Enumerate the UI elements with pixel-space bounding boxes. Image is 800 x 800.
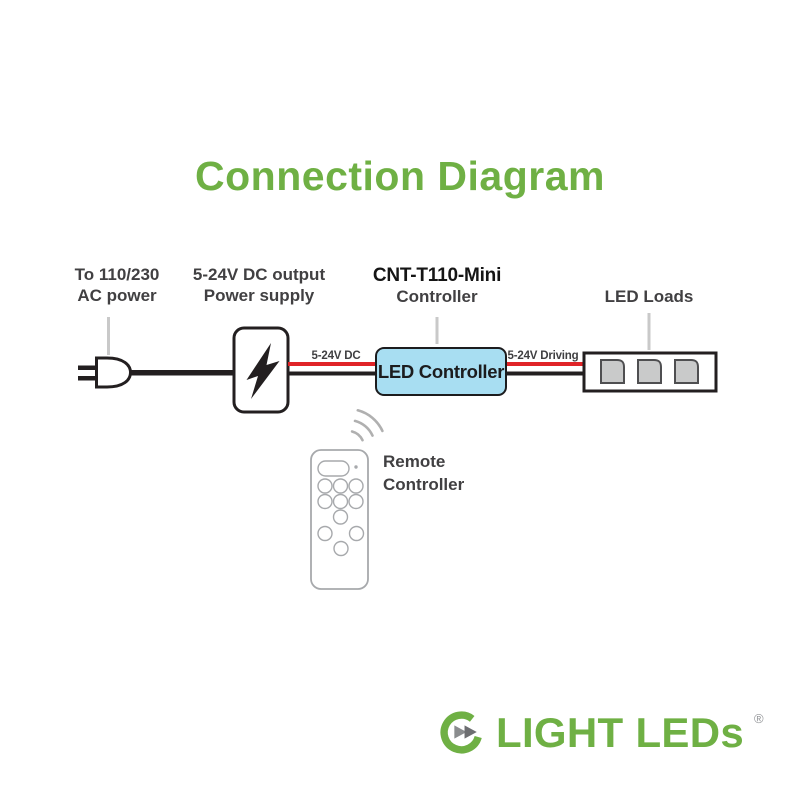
registered-trademark-icon: ® — [754, 711, 764, 726]
fast-forward-triangle-1 — [454, 725, 467, 739]
remote-button — [332, 509, 349, 525]
led-chip-1 — [600, 359, 625, 384]
remote-button — [317, 478, 333, 494]
dc-input-wires — [288, 362, 377, 376]
signal-arc-large — [356, 409, 384, 433]
remote-button — [317, 525, 333, 542]
ac-power-label-line2: AC power — [77, 286, 157, 305]
brand-name: LIGHT LEDs — [496, 709, 745, 756]
power-supply-icon — [232, 326, 290, 414]
controller-model-name: CNT-T110-Mini — [372, 265, 502, 286]
logo-g-ring — [440, 711, 482, 754]
plug-prong-top — [78, 365, 99, 370]
power-supply-label: 5-24V DC output Power supply — [193, 264, 325, 306]
remote-button — [348, 493, 364, 510]
remote-button — [332, 478, 349, 494]
ac-power-label-line1: To 110/230 — [74, 265, 160, 284]
remote-buttons — [317, 478, 365, 557]
remote-label-line2: Controller — [383, 475, 465, 494]
remote-label-line1: Remote — [383, 452, 446, 471]
remote-button — [333, 540, 349, 557]
fast-forward-icon — [454, 725, 477, 739]
led-controller-box: LED Controller — [375, 347, 507, 396]
wire-label-driving: 5-24V Driving — [507, 350, 579, 362]
plug-prong-bottom — [78, 376, 99, 381]
leader-lines — [107, 313, 651, 355]
fast-forward-triangle-2 — [464, 725, 477, 739]
remote-button — [317, 493, 333, 510]
power-supply-label-line2: Power supply — [203, 286, 315, 305]
page-title: Connection Diagram — [195, 153, 605, 199]
led-controller-box-label: LED Controller — [377, 360, 505, 382]
power-supply-label-line1: 5-24V DC output — [192, 265, 326, 284]
plug-body — [95, 356, 133, 389]
led-loads-label: LED Loads — [604, 287, 694, 306]
led-chip-2 — [637, 359, 662, 384]
wire-label-dc: 5-24V DC — [311, 350, 361, 362]
wireless-signal-icon — [350, 409, 384, 442]
led-chip-3 — [674, 359, 699, 384]
plug-icon — [78, 356, 236, 389]
signal-arc-small — [350, 430, 364, 442]
remote-led-dot — [354, 465, 358, 469]
remote-button — [348, 525, 365, 542]
logo-g-mark — [440, 711, 482, 754]
driving-output-wires — [505, 362, 586, 376]
signal-arc-medium — [353, 419, 374, 437]
remote-button — [332, 493, 349, 510]
remote-controller-label: Remote Controller — [383, 450, 464, 496]
controller-label: CNT-T110-Mini Controller — [372, 265, 502, 307]
remote-power-pill-button — [317, 460, 350, 477]
ac-power-label: To 110/230 AC power — [75, 264, 160, 306]
lightning-bolt-icon — [246, 343, 280, 399]
remote-icon — [310, 449, 369, 590]
led-strip-icon — [582, 351, 718, 393]
remote-button — [348, 478, 364, 494]
controller-label-line2: Controller — [396, 287, 478, 306]
brand-logo: LIGHT LEDs ® — [437, 707, 764, 758]
